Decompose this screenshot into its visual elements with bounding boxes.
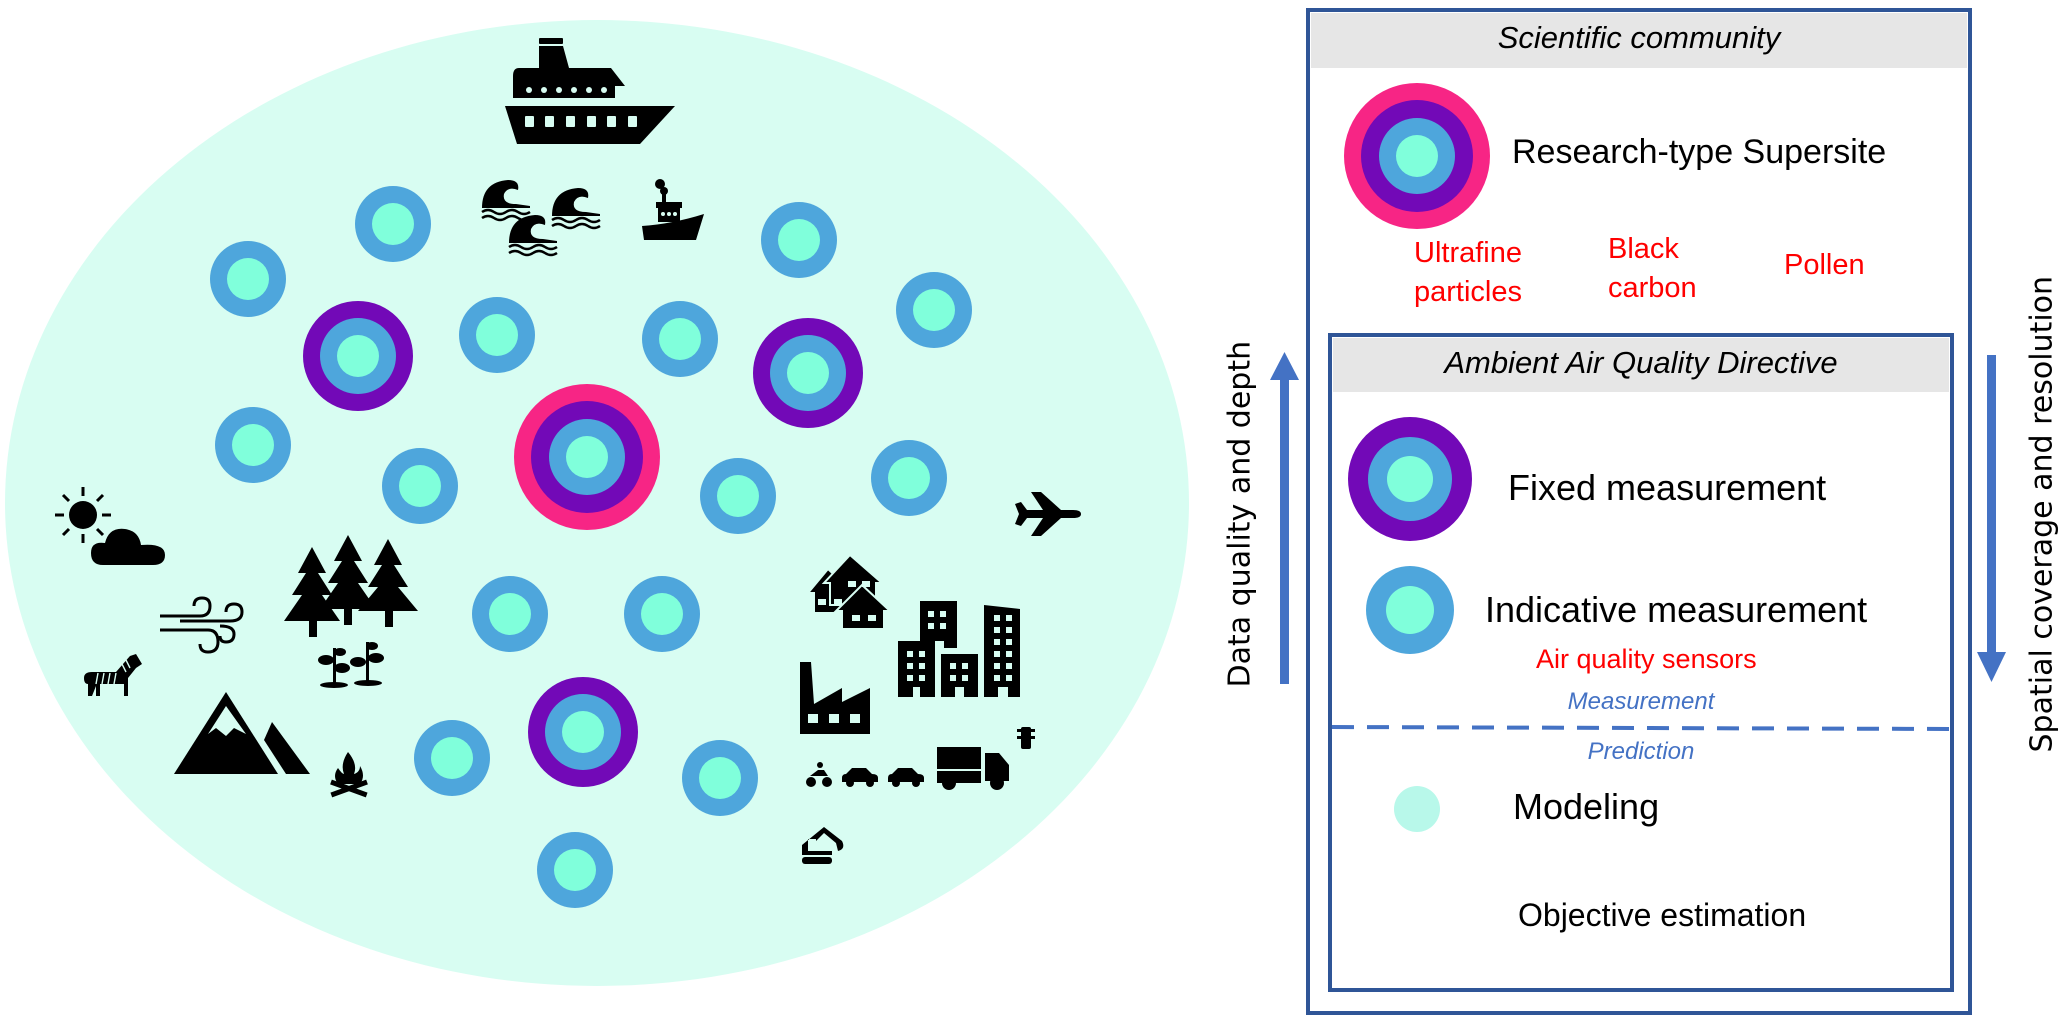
- supersite-station: [514, 384, 660, 530]
- campfire-icon: [330, 752, 368, 798]
- scientific-community-header: [1311, 13, 1967, 68]
- data-quality-label: Data quality and depth: [1222, 340, 1258, 688]
- param-ultrafine-line2: particles: [1414, 276, 1522, 308]
- indicative-station: [642, 301, 718, 377]
- tugboat-icon: [642, 179, 704, 240]
- param-ultrafine: Ultrafine particles: [1414, 234, 1522, 312]
- cruise-ship-icon: [505, 38, 675, 144]
- modeling-legend-symbol: [1394, 786, 1440, 832]
- traffic-light-icon: [1017, 727, 1035, 749]
- sun-cloud-icon: [55, 487, 165, 565]
- mountain-icon: [174, 692, 310, 774]
- city-buildings-icon: [898, 601, 1020, 697]
- directive-header: [1333, 338, 1949, 392]
- spatial-coverage-arrow: [1977, 355, 2006, 682]
- indicative-station: [459, 297, 535, 373]
- modeling-label: Modeling: [1513, 786, 1660, 827]
- icons-layer: [55, 38, 1081, 864]
- forest-icon: [284, 535, 418, 637]
- indicative-station: [896, 272, 972, 348]
- stations-layer: [210, 186, 972, 908]
- param-black-carbon-line2: carbon: [1608, 272, 1697, 304]
- indicative-legend-symbol: [1366, 566, 1454, 654]
- indicative-station: [624, 576, 700, 652]
- legend-symbols: [1344, 83, 1490, 832]
- indicative-station: [871, 440, 947, 516]
- air-quality-sensors-label: Air quality sensors: [1536, 644, 1757, 674]
- measurement-label: Measurement: [1567, 688, 1715, 715]
- car-icon: [842, 768, 878, 787]
- fixed-measurement-label: Fixed measurement: [1508, 467, 1827, 508]
- data-quality-arrow: [1270, 352, 1299, 684]
- scientific-community-title: Scientific community: [1497, 20, 1781, 55]
- indicative-station: [414, 720, 490, 796]
- plants-icon: [318, 642, 384, 688]
- zebra-icon: [84, 654, 142, 696]
- supersite-legend-symbol: [1344, 83, 1490, 229]
- objective-estimation-label: Objective estimation: [1518, 897, 1807, 933]
- prediction-label: Prediction: [1587, 738, 1695, 765]
- indicative-station: [472, 576, 548, 652]
- indicative-station: [682, 740, 758, 816]
- car-icon: [888, 768, 924, 787]
- excavator-icon: [802, 827, 844, 864]
- spatial-coverage-label: Spatial coverage and resolution: [2024, 275, 2060, 753]
- indicative-measurement-label: Indicative measurement: [1485, 589, 1868, 630]
- param-black-carbon-line1: Black: [1608, 233, 1679, 265]
- fixed-station: [303, 301, 413, 411]
- factory-icon: [800, 662, 870, 734]
- indicative-station: [700, 458, 776, 534]
- param-black-carbon: Black carbon: [1608, 230, 1697, 308]
- motorcycle-icon: [806, 762, 832, 787]
- wind-icon: [160, 596, 244, 654]
- indicative-station: [215, 407, 291, 483]
- indicative-station: [761, 202, 837, 278]
- truck-icon: [937, 747, 1009, 790]
- indicative-station: [355, 186, 431, 262]
- fixed-station: [528, 677, 638, 787]
- airplane-icon: [1015, 492, 1081, 536]
- directive-title: Ambient Air Quality Directive: [1444, 345, 1838, 380]
- indicative-station: [537, 832, 613, 908]
- supersite-label: Research-type Supersite: [1512, 133, 1887, 171]
- houses-icon: [805, 553, 893, 630]
- param-pollen: Pollen: [1784, 246, 1865, 285]
- fixed-legend-symbol: [1348, 417, 1472, 541]
- fixed-station: [753, 318, 863, 428]
- indicative-station: [382, 448, 458, 524]
- indicative-station: [210, 241, 286, 317]
- param-pollen-line1: Pollen: [1784, 249, 1865, 281]
- waves-icon: [481, 180, 601, 257]
- param-ultrafine-line1: Ultrafine: [1414, 237, 1522, 269]
